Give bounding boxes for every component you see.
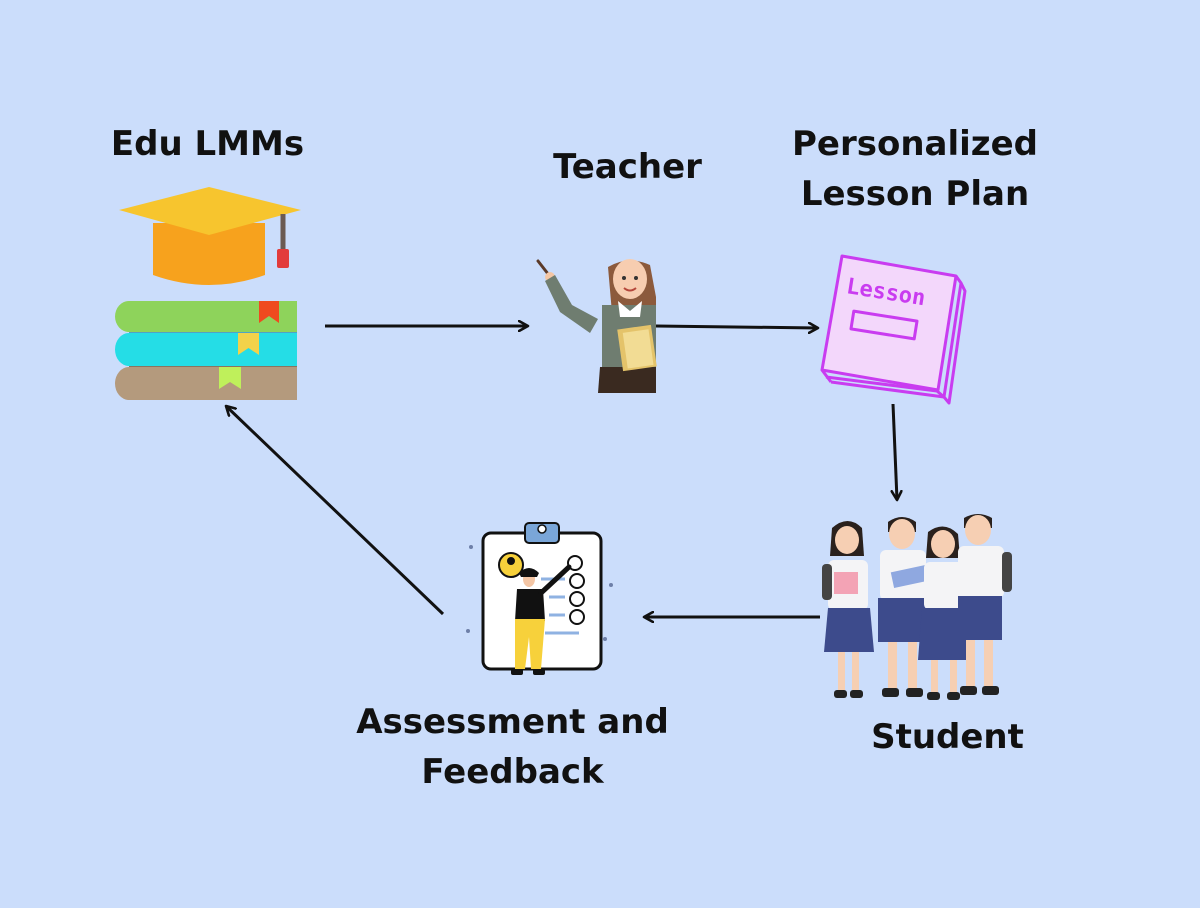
lesson-plan-title-line1: Personalized [792, 124, 1038, 164]
node-label-teacher: Teacher [530, 142, 725, 192]
teacher-title: Teacher [553, 147, 702, 187]
arrow-assessment-to-edu [226, 406, 445, 616]
node-label-assessment: Assessment and Feedback [345, 697, 680, 797]
assessment-title-line2: Feedback [421, 752, 604, 792]
clipboard-checklist-icon [466, 522, 613, 675]
arrow-lesson-to-student [893, 403, 897, 500]
assessment-title-line1: Assessment and [356, 702, 669, 742]
lesson-book-icon: Lesson [820, 254, 967, 405]
node-label-edu-lmms: Edu LMMs [95, 119, 320, 169]
teacher-icon [536, 259, 657, 393]
student-title: Student [871, 717, 1024, 757]
students-group-icon [822, 514, 1012, 700]
edu-lmms-title: Edu LMMs [110, 124, 305, 164]
node-label-student: Student [850, 712, 1045, 762]
arrow-teacher-to-lesson [655, 326, 818, 328]
node-label-lesson-plan: Personalized Lesson Plan [770, 119, 1060, 219]
lesson-plan-title-line2: Lesson Plan [800, 174, 1030, 214]
graduation-books-icon [115, 187, 301, 400]
